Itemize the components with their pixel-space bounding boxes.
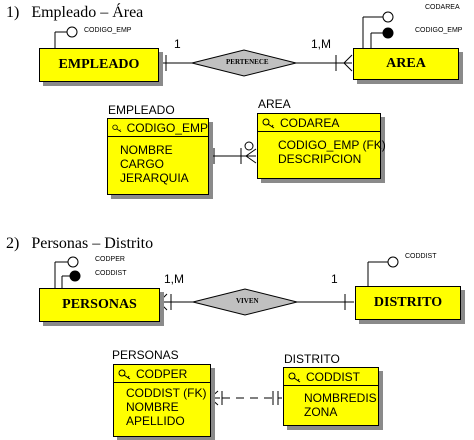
attribute-label-codigo-emp-2: CODIGO_EMP (415, 27, 463, 34)
table-pk: CODPER (136, 366, 188, 381)
table-area: CODAREA CODIGO_EMP (FK) DESCRIPCION (257, 113, 386, 179)
table-title-empleado: EMPLEADO (108, 103, 175, 117)
attribute-label-coddist-2: CODDIST (405, 253, 437, 260)
cardinality-left-1: 1 (174, 37, 181, 51)
table-attr: JERARQUIA (120, 171, 189, 185)
section-2-heading: 2) Personas – Distrito (6, 235, 154, 252)
table-attr: NOMBRE (126, 400, 179, 414)
cardinality-right-1: 1,M (311, 37, 332, 51)
key-icon (288, 372, 301, 382)
table-attr: CODIGO_EMP (FK) (278, 138, 386, 152)
entity-empleado: EMPLEADO (39, 48, 159, 82)
key-icon (118, 369, 131, 379)
table-attr: ZONA (304, 405, 338, 419)
cardinality-right-2: 1 (331, 272, 338, 286)
table-attr: NOMBRE (120, 143, 173, 157)
table-attr: DESCRIPCION (278, 152, 362, 166)
section-1-heading: 1) Empleado – Área (6, 4, 144, 21)
table-attr: APELLIDO (126, 414, 185, 428)
table-pk: CODDIST (306, 369, 360, 384)
table-attr: CARGO (120, 157, 165, 171)
entity-distrito: DISTRITO (355, 286, 461, 320)
attribute-circle-filled (382, 27, 394, 39)
relationship-label-pertenece: PERTENECE (226, 58, 269, 66)
cardinality-left-2: 1,M (164, 272, 185, 286)
table-distrito: CODDIST NOMBREDIS ZONA (283, 367, 379, 426)
attribute-circle-open (66, 26, 78, 38)
entity-personas: PERSONAS (39, 288, 160, 322)
attribute-label-coddist: CODDIST (95, 270, 127, 277)
table-pk: CODAREA (280, 115, 340, 130)
attribute-circle-open (387, 256, 399, 268)
table-title-personas: PERSONAS (112, 348, 179, 362)
table-empleado: CODIGO_EMP NOMBRE CARGO JERARQUIA (107, 118, 209, 195)
attribute-circle-open (382, 11, 394, 23)
attribute-circle-filled (69, 270, 81, 282)
table-attr: CODDIST (FK) (126, 386, 207, 400)
table-title-distrito: DISTRITO (284, 352, 340, 366)
attribute-label-codigo-emp: CODIGO_EMP (84, 27, 132, 34)
entity-area: AREA (353, 48, 459, 80)
attribute-label-codper: CODPER (95, 256, 125, 263)
key-icon (262, 118, 275, 128)
attribute-label-codarea: CODAREA (425, 4, 460, 11)
table-attr: NOMBREDIS (304, 391, 377, 405)
table-title-area: AREA (258, 97, 291, 111)
table-pk: CODIGO_EMP (126, 120, 208, 135)
relationship-label-viven: VIVEN (236, 297, 259, 305)
table-personas: CODPER CODDIST (FK) NOMBRE APELLIDO (113, 364, 211, 437)
key-icon (112, 124, 122, 132)
attribute-circle-open (67, 256, 79, 268)
